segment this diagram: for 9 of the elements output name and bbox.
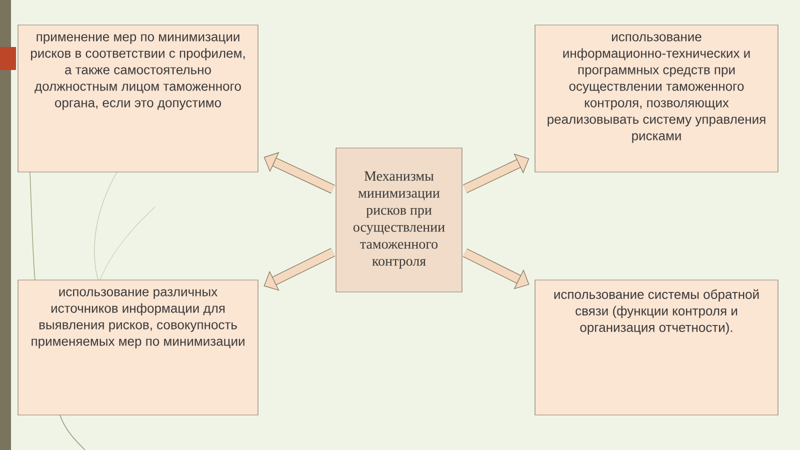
text-box: применение мер по минимизации рисков в соответствии с профилем, а также самостоятельно должностным лицом таможенного органа, если это допустимо <box>18 24 258 172</box>
text-box: использование различных источников информации для выявления рисков, совокупность применяемых мер по минимизации <box>18 280 258 416</box>
block-arrow <box>264 152 335 194</box>
block-arrow <box>463 154 530 194</box>
center-box: Механизмы минимизации рисков при осуществлении таможенного контроля <box>336 148 462 292</box>
block-arrow <box>462 248 530 290</box>
block-arrow <box>264 248 336 291</box>
text-box: использование информационно-технических и программных средств при осуществлении таможенного контроля, позволяющих реализовывать систему управления рисками <box>534 24 778 172</box>
text-box: использование системы обратной связи (функции контроля и организация отчетности). <box>534 280 778 416</box>
